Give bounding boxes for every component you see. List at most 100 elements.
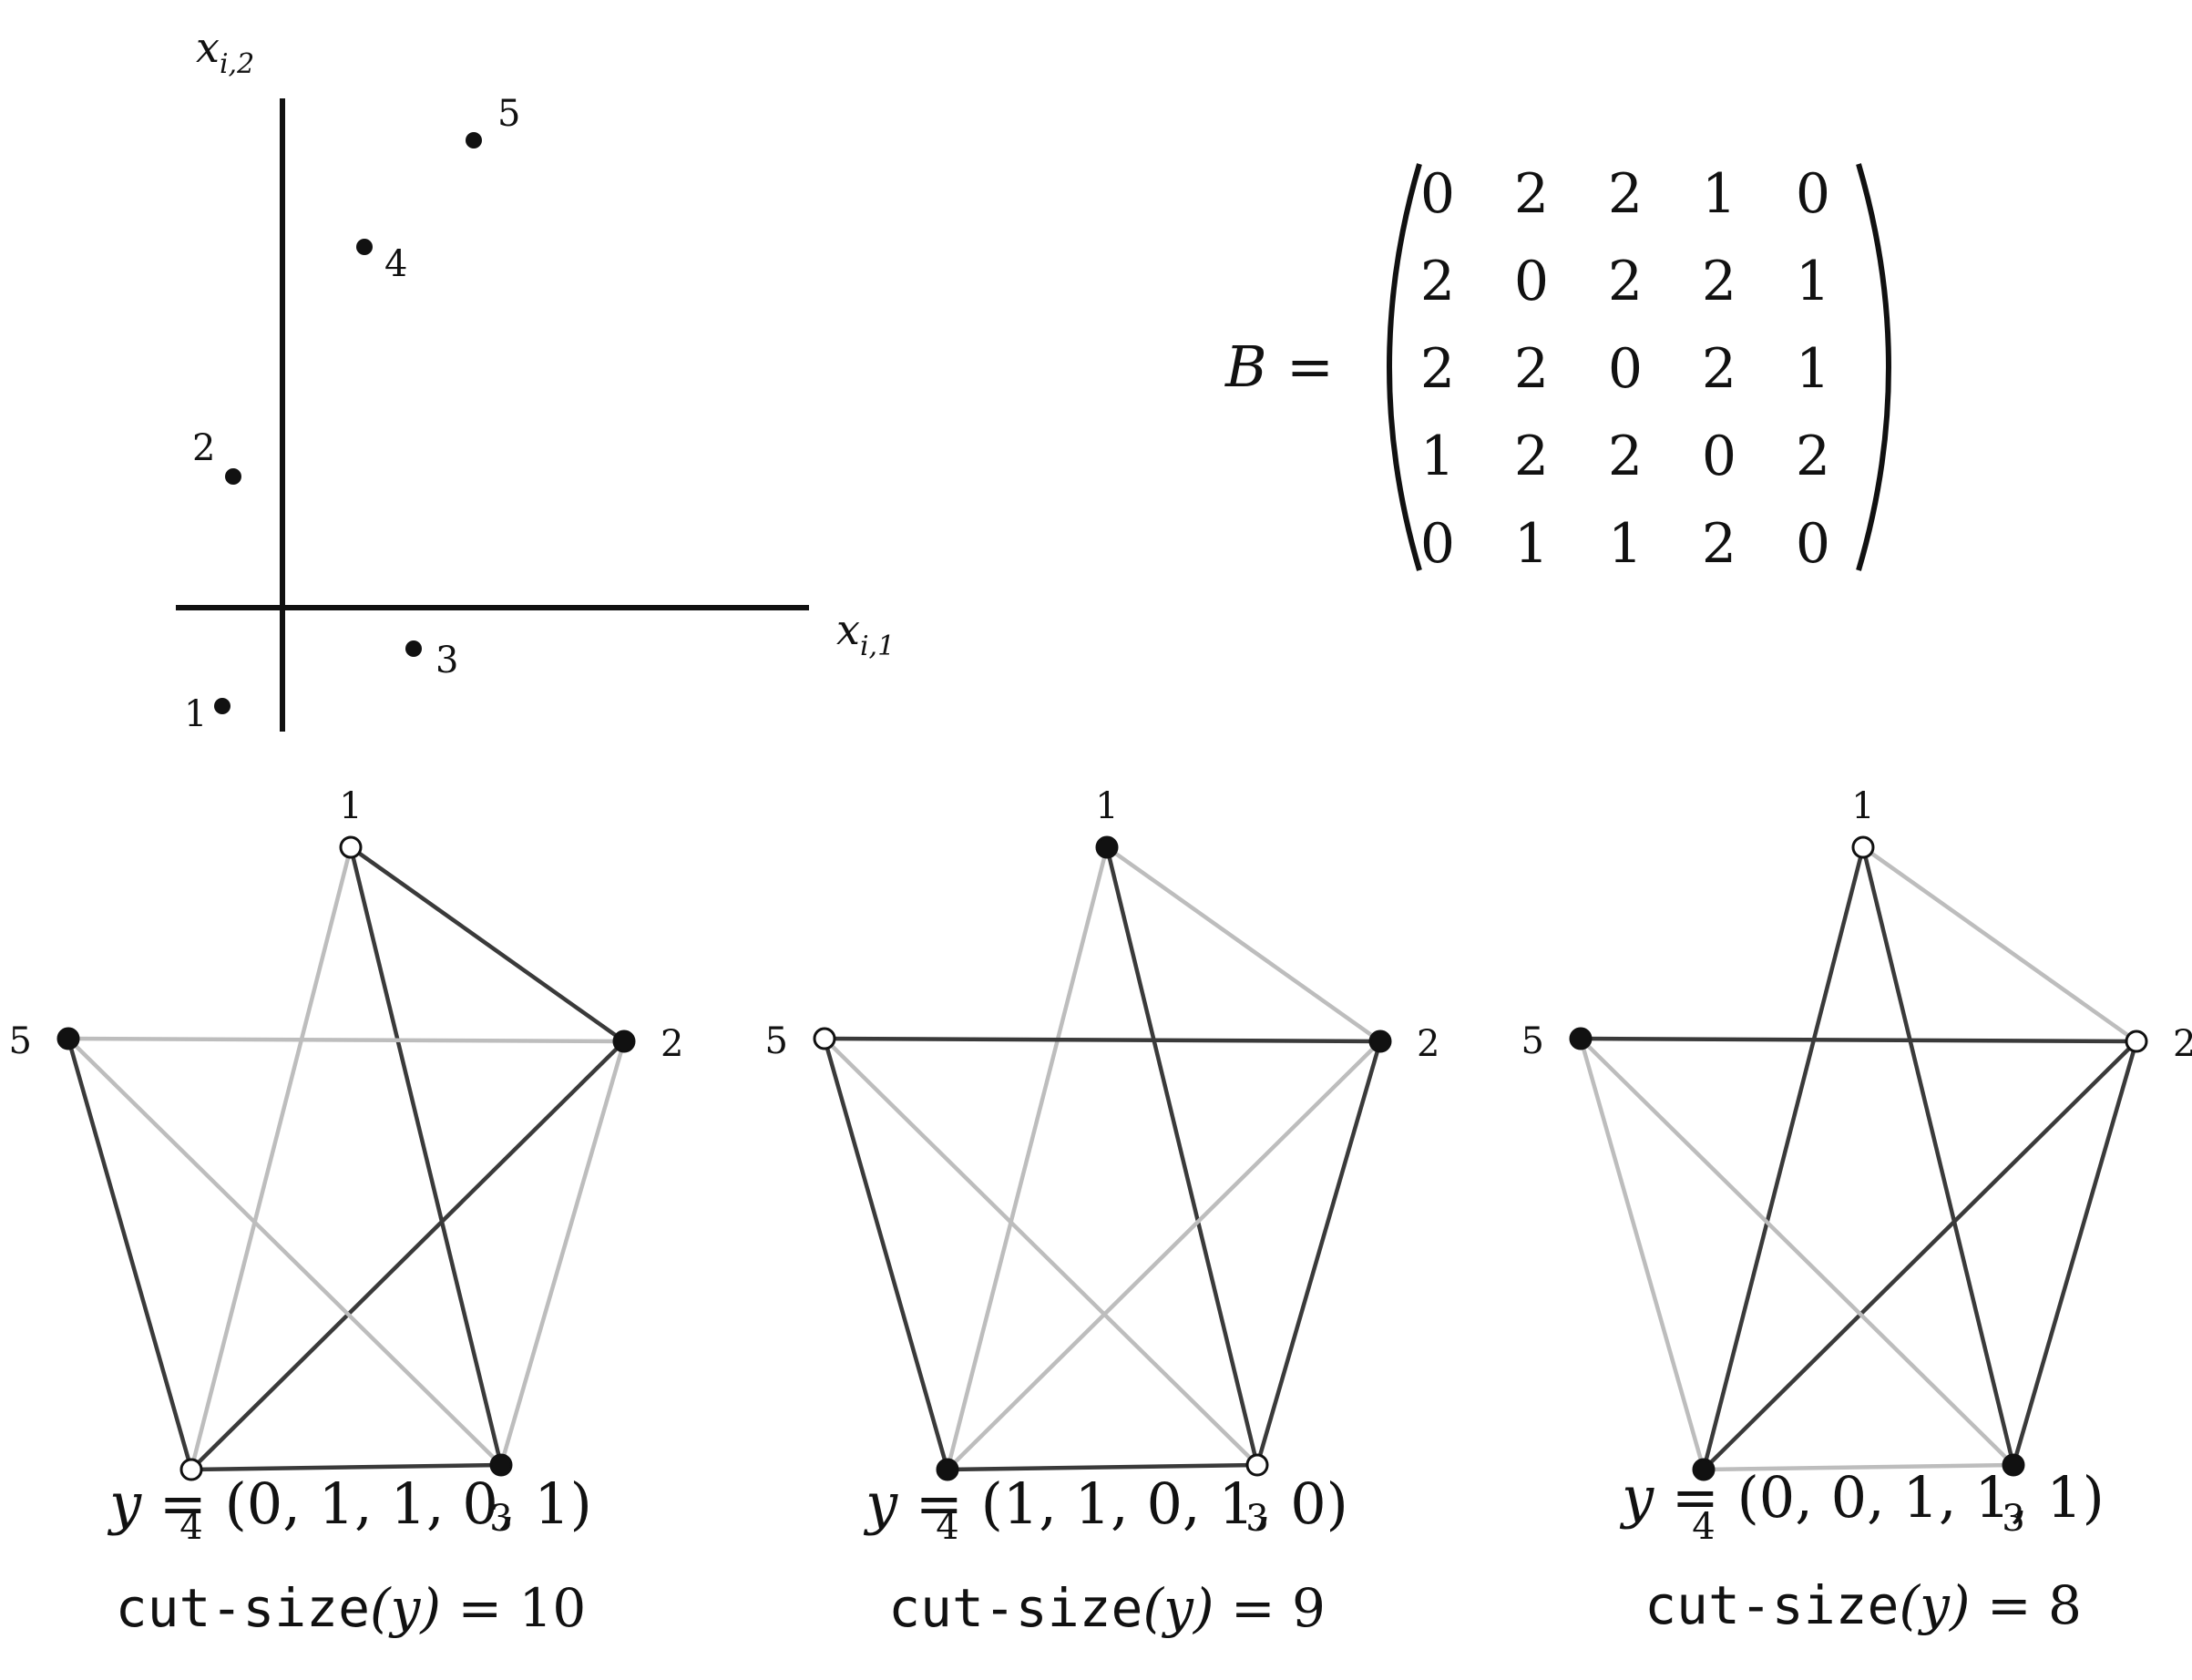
assignment-caption-1: y = (0, 1, 1, 0, 1) — [107, 1470, 592, 1537]
graph-1-edge-4-5-cut — [66, 1038, 194, 1470]
matrix-name: B — [1224, 333, 1267, 400]
matrix-cell: 0 — [1420, 512, 1455, 576]
scatter-point-label: 4 — [384, 243, 407, 285]
graph-2-edge-2-5-cut — [824, 1036, 1381, 1044]
graph-2-node-label: 4 — [936, 1506, 958, 1548]
graph-3-node-label: 3 — [2002, 1498, 2024, 1540]
caption-3: y = (0, 0, 1, 1, 1) cut-size(y) = 8 — [1619, 1464, 2105, 1636]
graph-3-edge-2-3-cut — [2011, 1040, 2139, 1466]
matrix-cell: 1 — [1796, 337, 1830, 401]
graph-1-node-label: 1 — [339, 785, 362, 827]
graph-2-edge-1-4-uncut — [945, 846, 1110, 1470]
graph-3-node-label: 4 — [1692, 1506, 1715, 1548]
matrix-right-paren — [1856, 163, 1891, 571]
graph-3-node-1 — [1851, 835, 1875, 859]
graph-3-edge-2-4-cut — [1702, 1040, 2138, 1471]
matrix-left-paren — [1387, 163, 1422, 571]
cut-size-caption-1: cut-size(y) = 10 — [116, 1577, 587, 1639]
scatter-point-5 — [466, 132, 482, 149]
graph-2-edge-3-5-uncut — [823, 1037, 1259, 1467]
matrix-cell: 1 — [1514, 512, 1549, 576]
matrix-cell: 2 — [1702, 337, 1736, 401]
cut-size-caption-2: cut-size(y) = 9 — [888, 1577, 1326, 1639]
matrix-cell: 0 — [1796, 512, 1830, 576]
graph-3-edge-1-2-uncut — [1861, 845, 2138, 1043]
matrix-cell: 2 — [1420, 337, 1455, 401]
caption-2: y = (1, 1, 0, 1, 0) cut-size(y) = 9 — [863, 1470, 1348, 1639]
graph-2-edge-2-3-cut — [1255, 1040, 1383, 1466]
graph-2-edge-1-3-cut — [1104, 846, 1260, 1466]
matrix-cell: 2 — [1420, 250, 1455, 313]
matrix-cell: 2 — [1702, 512, 1736, 576]
graph-2-edge-2-4-uncut — [946, 1040, 1382, 1471]
assignment-caption-3: y = (0, 0, 1, 1, 1) — [1619, 1464, 2105, 1531]
matrix-cell: 2 — [1796, 425, 1830, 488]
graph-2-node-label: 2 — [1417, 1023, 1439, 1065]
matrix-cell: 0 — [1702, 425, 1736, 488]
graph-1-edge-3-4-cut — [190, 1462, 502, 1472]
matrix-cell: 2 — [1608, 250, 1643, 313]
graph-2-edge-3-4-cut — [947, 1462, 1258, 1472]
graph-1-node-label: 3 — [489, 1498, 512, 1540]
graph-3-node-label: 5 — [1521, 1020, 1544, 1062]
graph-3-node-3 — [2002, 1453, 2025, 1477]
matrix-cell: 0 — [1796, 162, 1830, 226]
scatter-point-label: 2 — [192, 427, 215, 469]
matrix-cell: 1 — [1608, 512, 1643, 576]
matrix-cell: 1 — [1796, 250, 1830, 313]
assignment-caption-2: y = (1, 1, 0, 1, 0) — [863, 1470, 1348, 1537]
matrix-equals: = — [1286, 333, 1334, 400]
matrix-cell: 1 — [1702, 162, 1736, 226]
matrix-cell: 2 — [1514, 337, 1549, 401]
graph-1-edge-2-4-cut — [189, 1040, 626, 1471]
graph-1: 1 2 3 4 5 — [9, 785, 684, 1548]
cut-size-caption-3: cut-size(y) = 8 — [1644, 1574, 2082, 1636]
graph-3-node-2 — [2125, 1030, 2148, 1053]
matrix-cell: 0 — [1514, 250, 1549, 313]
graph-1-edge-1-3-cut — [348, 846, 504, 1466]
graph-1-edge-3-5-uncut — [67, 1037, 503, 1467]
graph-1-edge-1-2-cut — [349, 845, 626, 1043]
graph-3-node-label: 2 — [2173, 1023, 2192, 1065]
scatter-point-label: 5 — [497, 93, 520, 135]
graph-1-node-3 — [489, 1453, 513, 1477]
graph-1-edge-2-3-uncut — [498, 1040, 627, 1466]
graph-1-edge-1-4-uncut — [189, 846, 353, 1470]
graph-3-edge-3-5-uncut — [1579, 1037, 2015, 1467]
graph-1-node-label: 5 — [9, 1020, 32, 1062]
graph-2-node-5 — [813, 1027, 836, 1050]
scatter-point-2 — [225, 468, 241, 485]
graph-2-edge-4-5-cut — [822, 1038, 950, 1470]
graph-1-edge-2-5-uncut — [67, 1036, 625, 1044]
matrix-cell: 2 — [1514, 162, 1549, 226]
graph-3-edge-1-4-cut — [1701, 846, 1866, 1470]
graph-1-node-1 — [339, 835, 363, 859]
graph-1-node-4 — [179, 1458, 203, 1481]
graph-3-edge-4-5-uncut — [1578, 1038, 1706, 1470]
matrix-cell: 2 — [1608, 162, 1643, 226]
graph-2-node-2 — [1368, 1030, 1392, 1053]
graph-3-edge-2-5-cut — [1580, 1036, 2137, 1044]
graph-2-node-label: 1 — [1095, 785, 1118, 827]
matrix-cell: 2 — [1514, 425, 1549, 488]
graph-1-node-5 — [56, 1027, 80, 1050]
graph-1-node-label: 2 — [661, 1023, 683, 1065]
graph-1-node-label: 4 — [179, 1506, 202, 1548]
scatter-point-3 — [405, 640, 422, 657]
graph-2-node-1 — [1095, 835, 1119, 859]
graph-3-node-label: 1 — [1851, 785, 1874, 827]
caption-1: y = (0, 1, 1, 0, 1) cut-size(y) = 10 — [107, 1470, 592, 1639]
scatter-point-label: 3 — [435, 640, 458, 681]
matrix-cell: 1 — [1420, 425, 1455, 488]
graph-3-node-4 — [1692, 1458, 1716, 1481]
y-axis-label: xi,2 — [196, 23, 254, 80]
matrix-cell: 0 — [1608, 337, 1643, 401]
graph-2-node-4 — [936, 1458, 959, 1481]
graph-1-node-2 — [612, 1030, 636, 1053]
